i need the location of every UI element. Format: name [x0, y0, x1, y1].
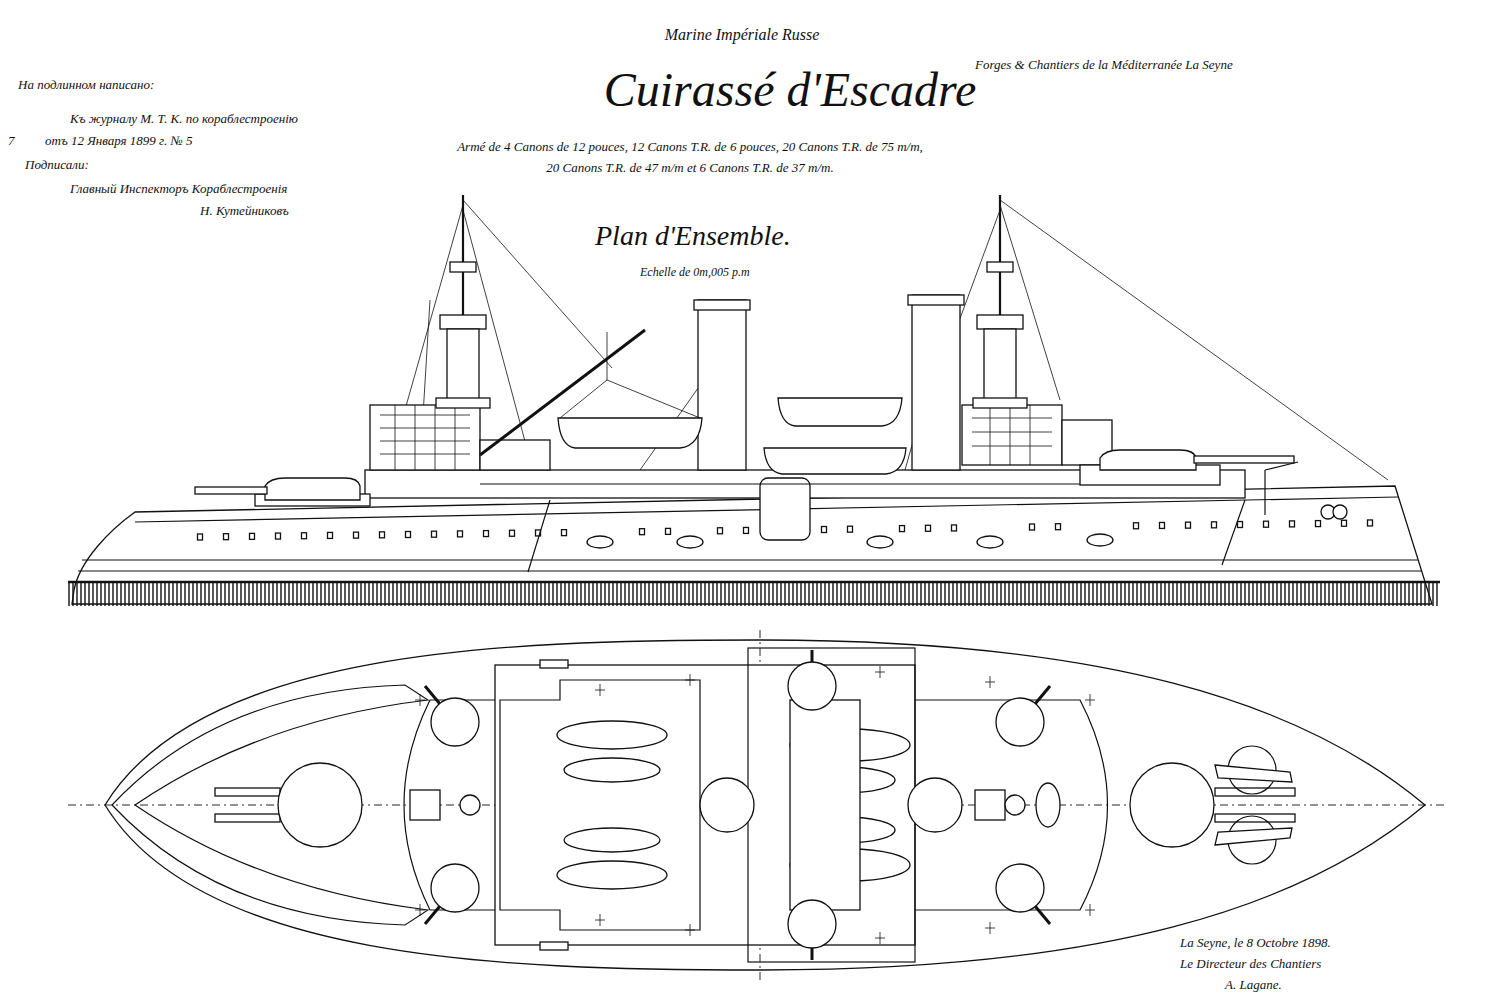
- archive-note: отъ 12 Января 1899 г. № 5: [45, 134, 192, 149]
- navy-name: Marine Impériale Russe: [665, 26, 820, 44]
- armament-note: Armé de 4 Canons de 12 pouces, 12 Canons…: [457, 140, 923, 155]
- archive-note: На подлинном написано:: [18, 78, 154, 93]
- side-elevation: [68, 195, 1440, 606]
- signatory-title: Le Directeur des Chantiers: [1180, 957, 1321, 972]
- plan-title: Plan d'Ensemble.: [595, 220, 791, 252]
- signatory-title: Главный Инспекторъ Кораблестроенія: [70, 182, 287, 197]
- scale-note: Echelle de 0m,005 p.m: [640, 266, 750, 280]
- signatory-name: Н. Кутейниковъ: [200, 204, 289, 219]
- place-date: La Seyne, le 8 Octobre 1898.: [1180, 936, 1331, 951]
- shipyard-name: Forges & Chantiers de la Méditerranée La…: [975, 58, 1233, 73]
- archive-note: Подписали:: [25, 158, 89, 173]
- plan-view: [68, 630, 1445, 980]
- armament-note: 20 Canons T.R. de 47 m/m et 6 Canons T.R…: [546, 161, 833, 176]
- archive-number: 7: [8, 134, 15, 149]
- archive-note: Къ журналу М. Т. К. по кораблестроенію: [70, 112, 298, 127]
- drawing-title: Cuirassé d'Escadre: [604, 62, 976, 117]
- signatory-name: A. Lagane.: [1225, 978, 1282, 993]
